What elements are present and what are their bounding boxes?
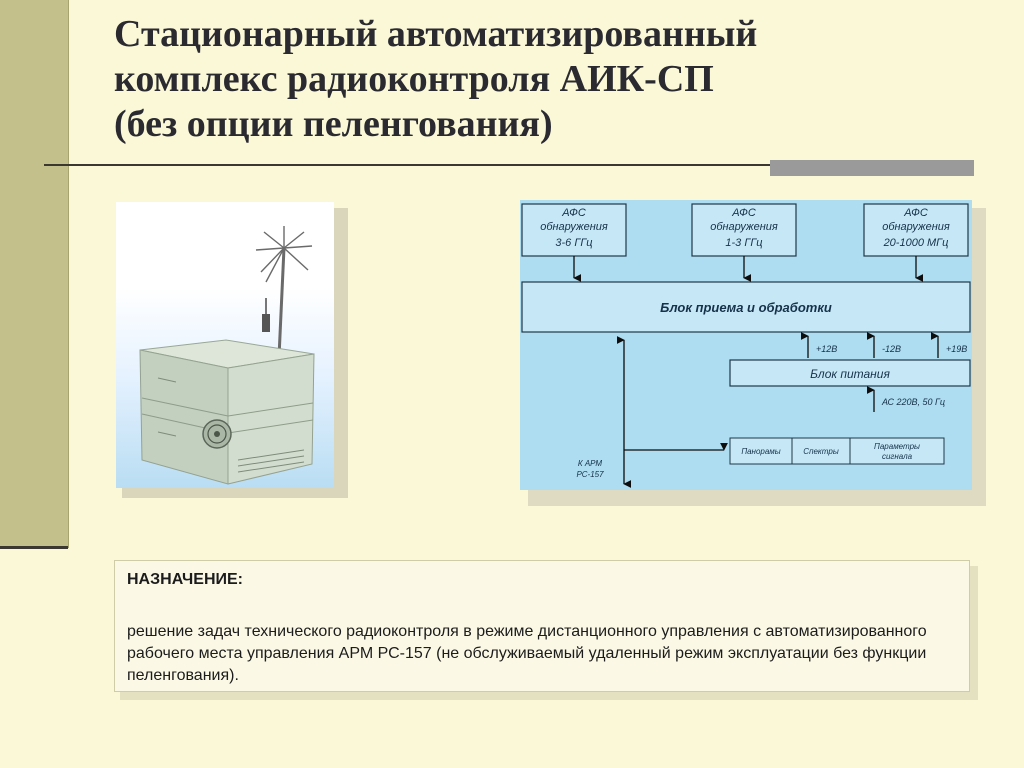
title-line-3: (без опции пеленгования) bbox=[114, 103, 553, 145]
receive-processing-block: Блок приема и обработки bbox=[521, 281, 971, 333]
output-params-2: сигнала bbox=[882, 452, 913, 461]
afs-2-line-1: АФС bbox=[731, 207, 756, 219]
voltage-plus12: +12В bbox=[816, 344, 837, 354]
afs-box-3-6ghz: АФС обнаружения 3-6 ГГц bbox=[521, 203, 627, 257]
afs-1-line-2: обнаружения bbox=[540, 221, 608, 233]
afs-box-1-3ghz: АФС обнаружения 1-3 ГГц bbox=[691, 203, 797, 257]
power-supply-block: Блок питания bbox=[729, 359, 971, 387]
equipment-illustration bbox=[139, 226, 315, 485]
afs-3-line-2: обнаружения bbox=[882, 221, 950, 233]
slide-title: Стационарный автоматизированный комплекс… bbox=[114, 12, 974, 147]
afs-1-line-1: АФС bbox=[561, 207, 586, 219]
block-diagram-svg: АФС обнаружения 3-6 ГГц АФС обнаружения … bbox=[521, 203, 971, 488]
left-decor-bar bbox=[0, 0, 69, 548]
afs-arrows bbox=[573, 256, 924, 282]
title-underline-accent bbox=[770, 160, 974, 176]
voltage-minus12: -12В bbox=[882, 344, 901, 354]
outputs-row: Панорамы Спектры Параметры сигнала bbox=[729, 437, 945, 465]
afs-1-line-3: 3-6 ГГц bbox=[555, 237, 592, 249]
arm-label-1: К АРМ bbox=[578, 459, 603, 468]
arm-label-2: РС-157 bbox=[576, 470, 604, 479]
block-diagram: АФС обнаружения 3-6 ГГц АФС обнаружения … bbox=[520, 200, 972, 490]
title-line-2: комплекс радиоконтроля АИК-СП bbox=[114, 58, 714, 100]
output-params-1: Параметры bbox=[874, 442, 920, 451]
title-line-1: Стационарный автоматизированный bbox=[114, 13, 758, 55]
output-spectra: Спектры bbox=[803, 447, 839, 456]
afs-3-line-1: АФС bbox=[903, 207, 928, 219]
afs-3-line-3: 20-1000 МГц bbox=[883, 237, 949, 249]
power-block-label: Блок питания bbox=[810, 367, 890, 381]
equipment-photo bbox=[116, 202, 334, 488]
receive-block-label: Блок приема и обработки bbox=[660, 300, 832, 315]
left-decor-rule bbox=[0, 546, 68, 549]
afs-2-line-3: 1-3 ГГц bbox=[725, 237, 762, 249]
voltage-plus19: +19В bbox=[946, 344, 967, 354]
purpose-text: решение задач технического радиоконтроля… bbox=[127, 623, 927, 684]
output-panoramas: Панорамы bbox=[741, 447, 780, 456]
purpose-heading: НАЗНАЧЕНИЕ: bbox=[127, 571, 243, 588]
ac-input-label: АС 220В, 50 Гц bbox=[881, 397, 945, 407]
title-underline bbox=[44, 164, 974, 166]
purpose-info-box: НАЗНАЧЕНИЕ: решение задач технического р… bbox=[114, 560, 970, 692]
voltage-arrows bbox=[800, 332, 939, 358]
afs-box-20-1000mhz: АФС обнаружения 20-1000 МГц bbox=[863, 203, 969, 257]
afs-2-line-2: обнаружения bbox=[710, 221, 778, 233]
